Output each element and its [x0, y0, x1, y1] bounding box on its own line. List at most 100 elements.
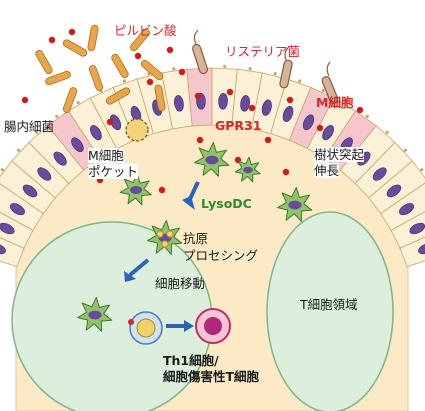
migrating-dc: [77, 296, 113, 332]
dendritic-cells: [77, 141, 313, 332]
nucleus: [302, 114, 315, 131]
label-m-pocket-2: ポケット: [88, 164, 139, 179]
pyruvate-dot: [178, 68, 186, 76]
rod-bacterium: [88, 65, 104, 91]
dc-nucleus: [243, 166, 253, 174]
label-t-zone: T細胞領域: [300, 297, 358, 312]
pyruvate-dot: [166, 46, 174, 54]
nucleus: [399, 203, 415, 216]
nucleus: [71, 137, 84, 153]
pyruvate-dot: [356, 106, 364, 114]
epithelial-cell: [390, 211, 425, 249]
pyruvate-dot: [226, 88, 234, 96]
dendritic-cell: [234, 156, 261, 183]
epithelial-cell: [0, 211, 34, 249]
microvilli: [248, 67, 252, 71]
nucleus: [22, 184, 38, 198]
nucleus: [89, 125, 102, 141]
pyruvate-dot: [106, 118, 114, 126]
rod-bacterium: [62, 39, 88, 57]
dc-nucleus: [205, 155, 219, 165]
pyruvate-dot: [282, 168, 290, 176]
nucleus: [261, 99, 272, 116]
pyruvate-dot: [68, 28, 76, 36]
rod-bacterium: [129, 28, 151, 52]
rod-bacterium: [45, 70, 71, 86]
label-antigen-2: プロセシング: [183, 248, 259, 263]
label-listeria: リステリア菌: [225, 44, 301, 59]
listeria-bacteria: [192, 29, 339, 104]
dendritic-cell: [119, 173, 152, 206]
antigen-granule: [156, 230, 164, 238]
microvilli: [0, 168, 4, 172]
m-cell-pocket-antigen: [125, 118, 149, 142]
pyruvate-dot: [286, 96, 294, 104]
antigen-granule: [166, 230, 174, 238]
flow-arrows: [124, 181, 200, 332]
label-antigen-1: 抗原: [183, 231, 209, 246]
label-th1-2: 細胞傷害性T細胞: [163, 369, 260, 384]
microvilli: [172, 67, 176, 71]
nucleus: [218, 92, 228, 110]
microvilli: [223, 64, 227, 68]
dc-nucleus: [288, 200, 302, 210]
microvilli: [55, 114, 59, 119]
label-migration: 細胞移動: [155, 276, 206, 291]
nucleus: [282, 105, 294, 122]
t-cell-zone: [266, 211, 394, 411]
label-dendrite-2: 伸長: [314, 163, 340, 178]
nucleus: [372, 167, 387, 181]
nucleus: [9, 203, 25, 216]
pyruvate-dot: [48, 36, 56, 44]
pyruvate-dot: [134, 52, 142, 60]
pyruvate-dot: [264, 136, 272, 144]
rod-bacterium: [35, 49, 53, 75]
nucleus: [37, 167, 52, 181]
microvilli: [76, 100, 80, 105]
label-gpr31: GPR31: [215, 118, 262, 133]
microvilli: [298, 79, 302, 83]
nucleus: [386, 184, 402, 198]
nucleus: [174, 95, 184, 112]
nucleus: [240, 95, 250, 112]
nucleus: [322, 125, 335, 141]
microvilli: [35, 130, 39, 134]
t-cell-interaction: [128, 311, 163, 345]
nucleus: [0, 222, 15, 235]
nucleus: [53, 151, 67, 166]
rod-bacterium: [140, 59, 164, 81]
label-lysodc: LysoDC: [201, 196, 252, 211]
epithelial-cell: [0, 237, 25, 268]
dendritic-cell: [194, 141, 230, 177]
pyruvate-dot: [196, 136, 204, 144]
label-th1-1: Th1細胞/: [163, 353, 219, 368]
pyruvate-dot: [158, 186, 166, 194]
nucleus: [0, 243, 6, 255]
rod-bacterium: [111, 53, 129, 79]
pyruvate-bacteria: [35, 24, 166, 113]
antigen-granule: [161, 240, 169, 248]
rod-bacterium: [62, 87, 78, 113]
label-pyruvate: ピルビン酸: [114, 23, 177, 38]
pyruvate-dot: [316, 124, 324, 132]
label-dendrite-1: 樹状突起: [314, 147, 365, 162]
epithelium: [0, 64, 425, 268]
microvilli: [344, 100, 348, 105]
dendritic-cell: [277, 186, 313, 222]
dc-nucleus: [88, 310, 102, 320]
microvilli: [403, 148, 407, 152]
pyruvate-dot: [21, 96, 29, 104]
epithelial-cell: [399, 236, 425, 268]
label-m-pocket-1: M細胞: [88, 148, 124, 163]
microvilli: [321, 88, 325, 93]
label-gut-bacteria: 腸内細菌: [4, 119, 55, 134]
microvilli: [17, 148, 21, 152]
microvilli: [365, 114, 369, 119]
pyruvate-dot: [248, 104, 256, 112]
pyruvate-dot: [194, 92, 202, 100]
microvilli: [420, 168, 424, 172]
effector-t-cell: [195, 308, 231, 344]
microvilli: [273, 72, 277, 76]
nucleus: [409, 222, 425, 235]
